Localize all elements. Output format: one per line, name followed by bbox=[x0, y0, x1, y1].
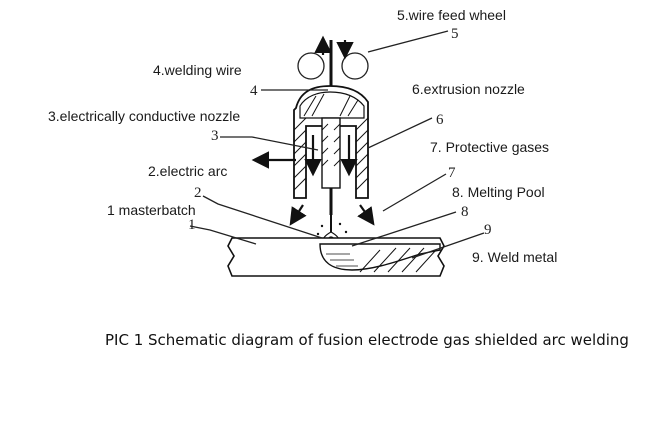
gas-exit-arrow-left bbox=[289, 204, 307, 226]
nozzle-right-wall bbox=[355, 117, 369, 191]
leader-9 bbox=[411, 232, 485, 259]
number-1: 1 bbox=[188, 217, 196, 233]
label-masterbatch: 1 masterbatch bbox=[107, 202, 196, 218]
leader-3 bbox=[220, 136, 319, 151]
melting-pool bbox=[319, 243, 441, 271]
leader-1 bbox=[189, 225, 257, 245]
label-wire-feed-wheel: 5.wire feed wheel bbox=[397, 7, 506, 23]
nozzle-left-wall bbox=[293, 117, 307, 191]
leader-5 bbox=[367, 30, 449, 53]
arc-sparks bbox=[316, 222, 348, 236]
weld-metal-hatch bbox=[359, 247, 437, 273]
label-protective-gases: 7. Protective gases bbox=[430, 139, 549, 155]
wire-feed-wheel-right bbox=[341, 52, 369, 80]
label-electric-arc: 2.electric arc bbox=[148, 163, 227, 179]
nozzle-top-hatch bbox=[303, 93, 359, 117]
leader-6 bbox=[367, 117, 433, 149]
leader-7 bbox=[382, 173, 447, 212]
melting-pool-fill bbox=[326, 253, 358, 267]
leader-8 bbox=[351, 211, 457, 247]
number-8: 8 bbox=[461, 204, 469, 220]
label-melting-pool: 8. Melting Pool bbox=[452, 184, 545, 200]
number-9: 9 bbox=[484, 222, 492, 238]
figure-caption: PIC 1 Schematic diagram of fusion electr… bbox=[105, 331, 629, 349]
label-welding-wire: 4.welding wire bbox=[153, 62, 242, 78]
label-conductive-nozzle: 3.electrically conductive nozzle bbox=[48, 108, 240, 124]
number-3: 3 bbox=[211, 128, 219, 144]
leader-2 bbox=[202, 195, 323, 239]
number-6: 6 bbox=[436, 112, 444, 128]
number-4: 4 bbox=[250, 83, 258, 99]
label-extrusion-nozzle: 6.extrusion nozzle bbox=[412, 81, 525, 97]
conductive-nozzle bbox=[321, 117, 341, 189]
conductive-nozzle-hatch bbox=[321, 123, 341, 167]
gas-exit-arrow-right bbox=[357, 204, 375, 226]
number-5: 5 bbox=[451, 26, 459, 42]
label-weld-metal: 9. Weld metal bbox=[472, 249, 557, 265]
wire-feed-wheel-left bbox=[297, 52, 325, 80]
number-7: 7 bbox=[448, 165, 456, 181]
nozzle-top-shading bbox=[299, 91, 365, 119]
number-2: 2 bbox=[194, 185, 202, 201]
